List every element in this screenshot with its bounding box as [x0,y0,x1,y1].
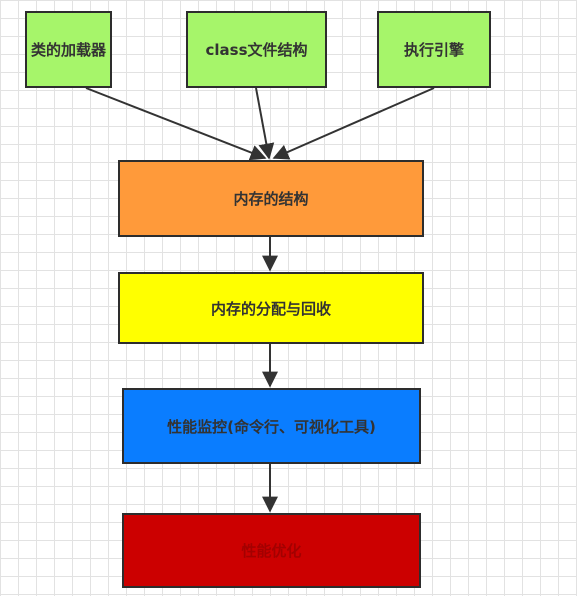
node-class-file-structure-label: class文件结构 [205,41,308,59]
arrow-loader-to-structure [85,87,267,161]
node-execution-engine: 执行引擎 [377,11,491,88]
node-memory-allocation-label: 内存的分配与回收 [210,299,331,318]
arrow-engine-to-structure [272,87,435,160]
node-performance-optimization: 性能优化 [122,513,421,588]
node-performance-optimization-label: 性能优化 [241,542,302,560]
node-execution-engine-label: 执行引擎 [403,41,464,59]
node-memory-structure: 内存的结构 [118,160,424,237]
node-performance-monitoring-label: 性能监控(命令行、可视化工具) [167,417,376,436]
node-memory-structure-label: 内存的结构 [233,190,309,208]
node-class-loader-label: 类的加载器 [30,41,106,59]
node-memory-allocation: 内存的分配与回收 [118,272,424,344]
node-performance-monitoring: 性能监控(命令行、可视化工具) [122,388,421,464]
arrow-classfile-to-structure [255,87,275,160]
node-class-file-structure: class文件结构 [186,11,327,88]
node-class-loader: 类的加载器 [25,11,112,88]
